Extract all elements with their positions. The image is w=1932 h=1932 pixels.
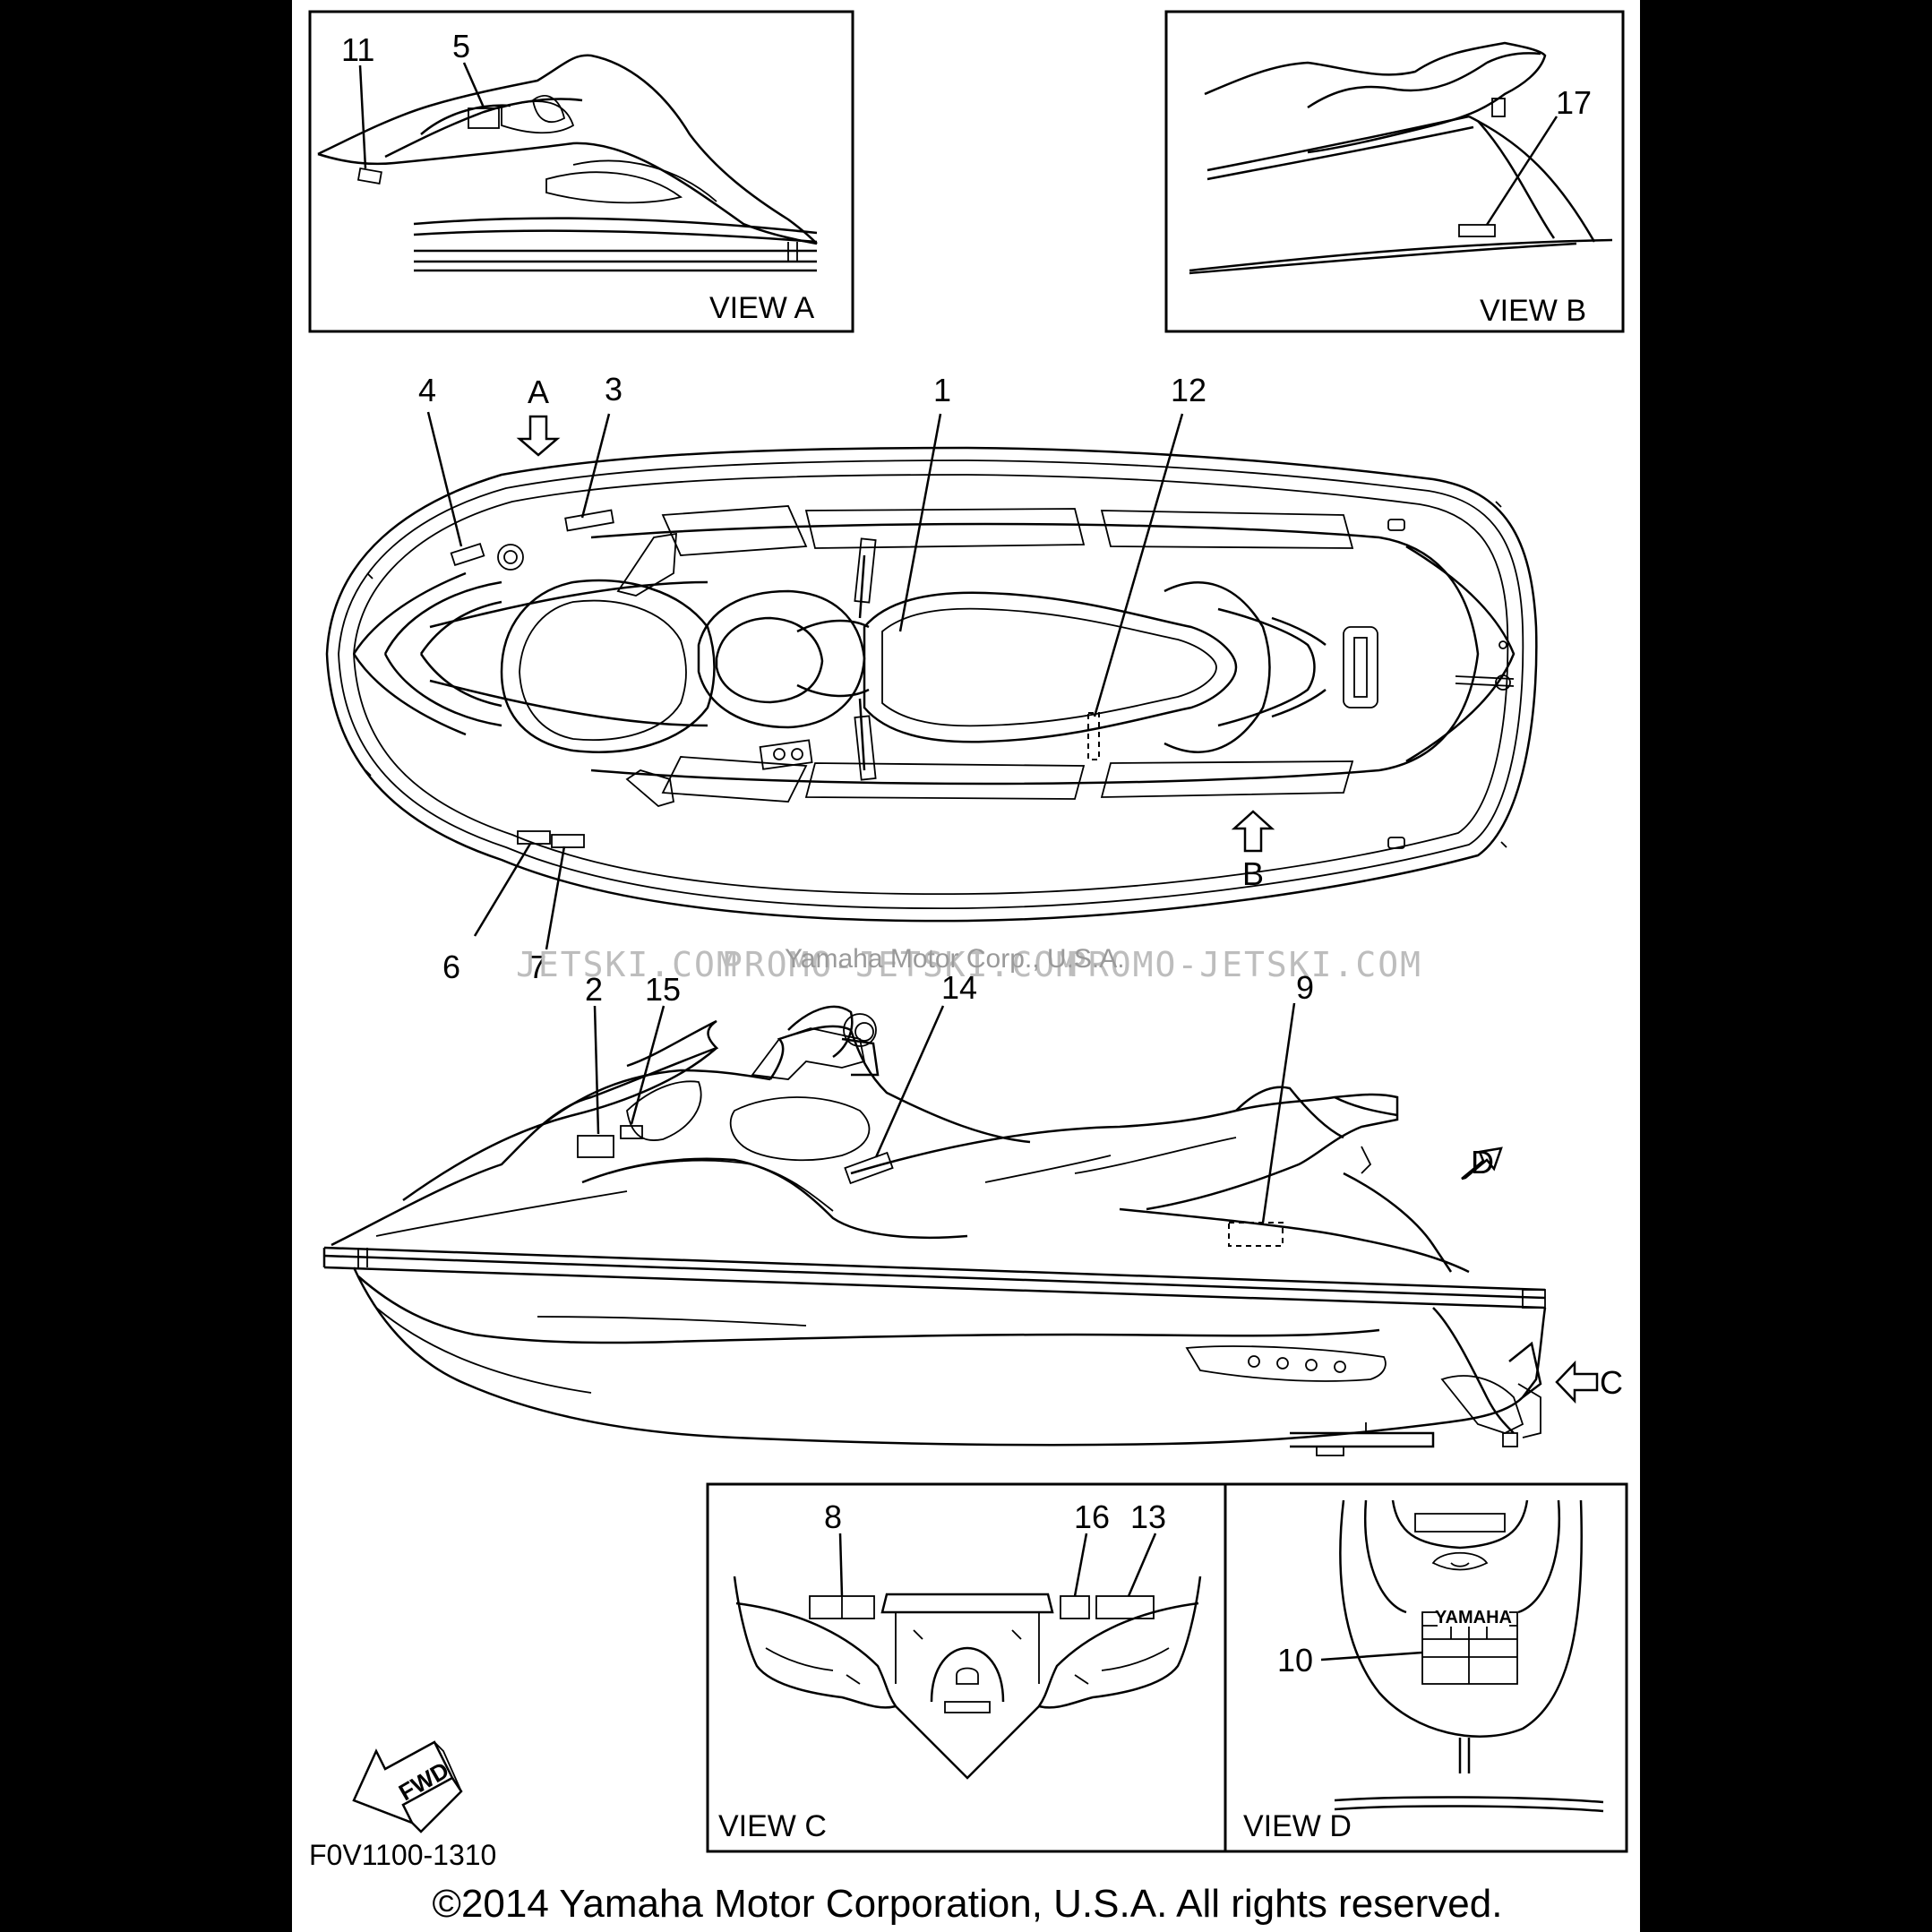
callout-1: 1 bbox=[933, 372, 951, 408]
side-view-hull: 2 15 14 9 D C bbox=[322, 969, 1623, 1456]
watermark-left: JETSKI.COM bbox=[516, 945, 739, 984]
direction-letter-a: A bbox=[528, 374, 549, 410]
top-view-hull: 4 A 3 1 12 B 6 7 bbox=[325, 371, 1538, 985]
view-d-panel: YAMAHA 10 VIEW D bbox=[1224, 1482, 1628, 1853]
view-b-label: VIEW B bbox=[1480, 294, 1586, 328]
callout-11: 11 bbox=[341, 31, 374, 68]
copyright-notice: ©2014 Yamaha Motor Corporation, U.S.A. A… bbox=[433, 1882, 1503, 1926]
callout-10: 10 bbox=[1277, 1642, 1313, 1679]
direction-letter-c: C bbox=[1600, 1364, 1623, 1401]
callout-8: 8 bbox=[824, 1498, 842, 1535]
diagram-code: F0V1100-1310 bbox=[309, 1839, 496, 1871]
view-d-label: VIEW D bbox=[1243, 1809, 1352, 1843]
direction-letter-d: D bbox=[1471, 1144, 1494, 1181]
watermark-faint-text: Yamaha Motor Corp., U.S.A. bbox=[785, 944, 1125, 974]
callout-3: 3 bbox=[605, 371, 623, 408]
yamaha-brand-decal: YAMAHA bbox=[1435, 1608, 1512, 1627]
callout-2: 2 bbox=[585, 971, 603, 1008]
callout-15: 15 bbox=[645, 971, 681, 1008]
direction-letter-b: B bbox=[1242, 855, 1264, 892]
watermark-middle: PROMO-JETSKI.COM bbox=[722, 945, 1078, 984]
paper-background bbox=[292, 0, 1640, 1932]
callout-13: 13 bbox=[1130, 1498, 1166, 1535]
callout-6: 6 bbox=[442, 949, 460, 985]
view-c-panel: 8 16 13 VIEW C bbox=[706, 1482, 1227, 1853]
callout-7: 7 bbox=[528, 949, 546, 985]
view-a-label: VIEW A bbox=[709, 291, 814, 325]
view-b-panel: 17 VIEW B bbox=[1164, 10, 1625, 333]
callout-5: 5 bbox=[452, 28, 470, 64]
watermark-strip: JETSKI.COM PROMO-JETSKI.COM PROMO-JETSKI… bbox=[516, 944, 1422, 984]
watermark-right: PROMO-JETSKI.COM bbox=[1066, 945, 1422, 984]
view-a-panel: 11 5 VIEW A bbox=[308, 10, 854, 333]
view-c-label: VIEW C bbox=[718, 1809, 827, 1843]
callout-9: 9 bbox=[1296, 969, 1314, 1006]
callout-14: 14 bbox=[941, 969, 977, 1006]
callout-17: 17 bbox=[1556, 84, 1592, 121]
callout-16: 16 bbox=[1074, 1498, 1110, 1535]
callout-12: 12 bbox=[1171, 372, 1206, 408]
callout-4: 4 bbox=[418, 372, 436, 408]
